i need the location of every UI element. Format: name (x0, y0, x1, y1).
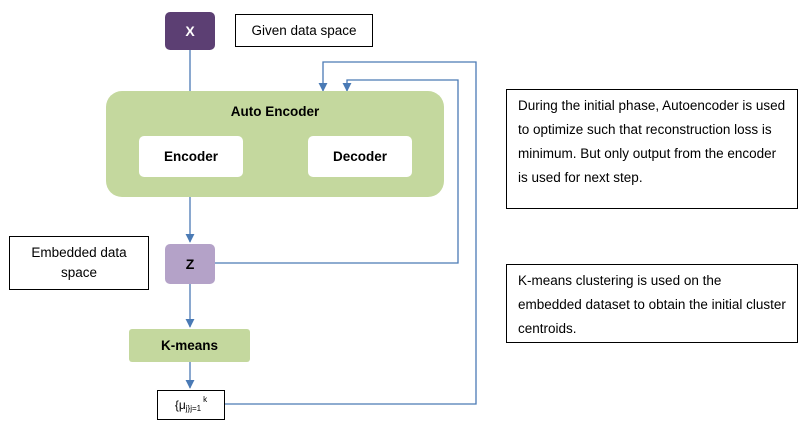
given-data-space-text: Given data space (251, 22, 357, 38)
encoder-label: Encoder (163, 149, 218, 164)
centroids-subscript: j}j=1 (185, 403, 202, 413)
decoder-box: Decoder (308, 136, 412, 177)
kmeans-label: K-means (160, 338, 219, 353)
kmeans-note: K-means clustering is used on the embedd… (506, 264, 798, 343)
decoder-label: Decoder (332, 149, 388, 164)
feedback-arrow-z-to-autoencoder (215, 79, 459, 264)
centroids-superscript: k (203, 394, 208, 404)
latent-node-label: Z (185, 256, 195, 272)
autoencoder-title: Auto Encoder (230, 104, 320, 119)
feedback-arrow-centroids-to-autoencoder (225, 61, 477, 405)
encoder-box: Encoder (139, 136, 243, 177)
embedded-data-space-label: Embedded data space (9, 236, 149, 290)
latent-node-z: Z (165, 244, 215, 284)
embedded-data-space-text: Embedded data space (31, 245, 127, 280)
centroids-base: {μ (174, 398, 186, 412)
kmeans-box: K-means (129, 329, 250, 362)
input-node-label: X (185, 23, 195, 39)
given-data-space-label: Given data space (235, 14, 373, 47)
input-node-x: X (165, 12, 215, 50)
autoencoder-note: During the initial phase, Autoencoder is… (506, 89, 798, 209)
